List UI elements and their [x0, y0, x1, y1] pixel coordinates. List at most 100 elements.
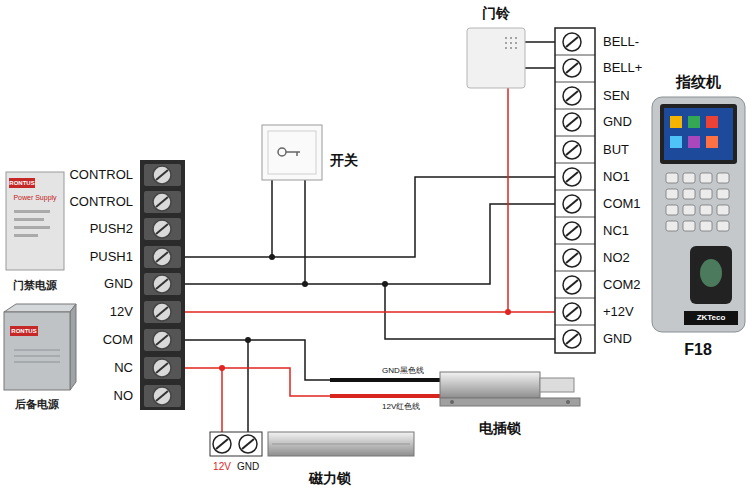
device-text: ZKTeco: [697, 313, 726, 322]
terminal-body: [555, 28, 595, 353]
wire: [185, 204, 555, 284]
terminal-screw: [153, 248, 171, 266]
sensor-housing: [690, 246, 732, 304]
grill-hole: [510, 37, 512, 39]
case-top: [4, 304, 76, 312]
terminal-screw: [153, 220, 171, 238]
vent: [14, 350, 60, 351]
terminal-name: NC1: [603, 224, 629, 239]
keypad-key: [700, 205, 712, 215]
terminal-screw: [153, 387, 171, 405]
terminal-name: +12V: [603, 305, 634, 320]
terminal-name: NO1: [603, 170, 630, 185]
junction-dot: [245, 337, 251, 343]
backup-supply-picture: [4, 304, 76, 390]
vent: [14, 356, 60, 357]
brand-patch: [10, 326, 38, 336]
screen-icon: [706, 116, 718, 128]
key-icon: [278, 148, 286, 156]
terminal-name: NO: [114, 389, 134, 404]
screen-icon: [688, 116, 700, 128]
keypad-key: [683, 205, 695, 215]
key-icon: [286, 151, 300, 153]
junction-dot: [505, 309, 511, 315]
grill-hole: [510, 47, 512, 49]
power-supply-picture: [6, 172, 64, 270]
terminal-name: BUT: [603, 143, 629, 158]
device-text: 门禁电源: [13, 279, 57, 292]
terminal-screw: [563, 222, 581, 240]
divider: [555, 55, 595, 56]
terminal-name: NO2: [603, 251, 630, 266]
power-supply: RONTUSPower Supply门禁电源: [6, 172, 64, 291]
device-text: 指纹机: [676, 73, 721, 90]
terminal-screw: [153, 359, 171, 377]
lock-plate: [440, 398, 580, 406]
key-icon: [296, 152, 298, 156]
bell-case: [467, 28, 525, 88]
grill-hole: [515, 47, 517, 49]
divider: [555, 190, 595, 191]
wire: [185, 177, 555, 257]
pin-name: GND: [237, 461, 259, 473]
junction-dot: [219, 365, 225, 371]
keypad-key: [717, 205, 729, 215]
lock-bolt: [540, 378, 574, 392]
wire: [221, 368, 223, 435]
terminal-dividers: [555, 55, 595, 325]
magnet-bar: [268, 432, 414, 456]
wire: [271, 180, 273, 257]
terminal-cell: [144, 164, 181, 186]
terminal-name: BELL+: [603, 61, 642, 76]
divider: [555, 217, 595, 218]
terminal-cell: [144, 191, 181, 213]
vent: [14, 362, 60, 363]
bell-grill: [505, 37, 517, 49]
grill-hole: [515, 42, 517, 44]
junction-dots: [219, 254, 511, 371]
device-label: 磁力锁: [309, 470, 351, 486]
terminal-screw: [153, 331, 171, 349]
terminal-screw: [563, 303, 581, 321]
terminal-screw: [563, 249, 581, 267]
backup-supply: RONTUS后备电源: [4, 304, 76, 410]
terminal-screw: [213, 435, 231, 453]
brand-strip: [684, 311, 738, 325]
device-label: 电插锁: [479, 420, 521, 436]
junction-dot: [269, 254, 275, 260]
wire: [185, 340, 330, 380]
terminal-screw: [563, 33, 581, 51]
divider: [555, 109, 595, 110]
terminal-screw: [153, 303, 171, 321]
left-terminal-block: [140, 160, 185, 410]
screen-bezel: [660, 104, 737, 164]
screen-icon: [688, 136, 700, 148]
divider: [555, 82, 595, 83]
case-side: [70, 304, 76, 390]
lock-terminal: [210, 432, 262, 456]
terminal-cell: [144, 218, 181, 240]
fingerprint-sensor: [700, 259, 722, 287]
terminal-screw: [563, 141, 581, 159]
keypad-key: [666, 173, 678, 183]
keypad-key: [666, 221, 678, 231]
terminal-screw: [153, 275, 171, 293]
spec-line: [14, 210, 50, 213]
terminal-name: NC: [114, 361, 133, 376]
keypad-key: [717, 173, 729, 183]
wire: [525, 41, 555, 43]
wire-note: GND黑色线: [382, 366, 424, 375]
terminal-name: PUSH1: [90, 250, 133, 265]
divider: [555, 244, 595, 245]
terminal-name: CONTROL: [69, 168, 133, 183]
doorbell-picture: [467, 28, 525, 88]
wire: [185, 368, 330, 396]
lock-body: [440, 372, 540, 398]
device-label: 门铃: [482, 5, 510, 21]
screw-hole: [566, 400, 570, 404]
keypad-key: [666, 189, 678, 199]
grill-hole: [505, 47, 507, 49]
terminal-name: PUSH2: [90, 222, 133, 237]
terminal-name: BELL-: [603, 35, 639, 50]
